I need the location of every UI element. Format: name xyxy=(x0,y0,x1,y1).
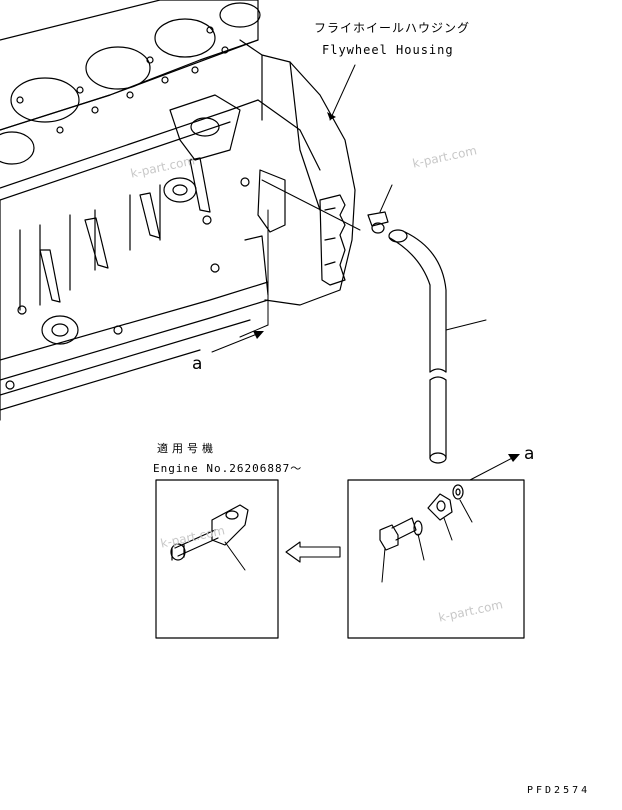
replacement-arrow xyxy=(285,541,341,563)
view-a-label-right: a xyxy=(524,444,535,464)
washer-leader xyxy=(417,533,425,561)
engine-block-illustration xyxy=(0,0,269,421)
clamp-leader xyxy=(379,184,393,213)
detail-box-new xyxy=(155,479,279,639)
drawing-code: PFD2574 xyxy=(527,785,591,796)
applicable-serial-label: Engine No.26206887～ xyxy=(153,462,303,475)
new-part-leader xyxy=(224,541,246,571)
bolt-leader xyxy=(381,547,386,583)
flywheel-housing-label-jp: フライホイールハウジング xyxy=(314,21,471,35)
hose-leader xyxy=(445,319,487,331)
gasket-leader xyxy=(459,499,473,523)
old-parts-illustration xyxy=(379,484,464,551)
view-a-arrow-top xyxy=(211,331,263,353)
view-a-label-top: a xyxy=(192,354,203,374)
detail-box-old xyxy=(347,479,525,639)
breather-hose-illustration xyxy=(367,211,447,464)
bracket-leader xyxy=(443,517,453,541)
applicable-label-jp: 適用号機 xyxy=(157,442,217,455)
flywheel-housing-illustration xyxy=(239,39,356,306)
flywheel-housing-leader xyxy=(329,64,356,121)
flywheel-housing-label-en: Flywheel Housing xyxy=(322,43,454,57)
new-bracket-bolt-illustration xyxy=(170,504,249,561)
view-a-arrow-right xyxy=(469,454,519,481)
